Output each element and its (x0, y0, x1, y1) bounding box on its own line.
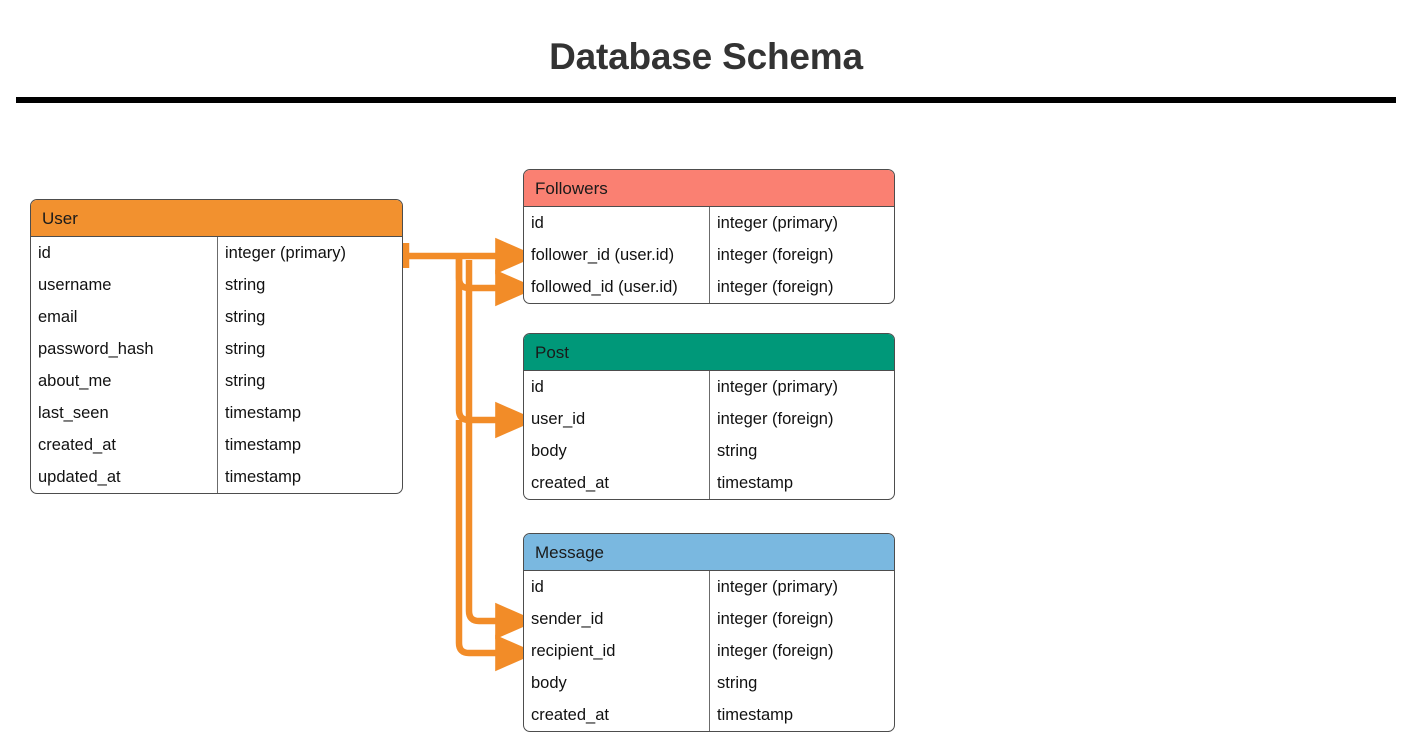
column-type: timestamp (225, 468, 302, 486)
column-type: integer (primary) (717, 578, 839, 596)
connector-user-to-post-userid (455, 256, 537, 439)
column-name: id (524, 571, 710, 603)
column-name: recipient_id (524, 635, 710, 667)
column-type: integer (foreign) (717, 278, 834, 296)
column-type: integer (foreign) (717, 642, 834, 660)
column-type: integer (foreign) (717, 410, 834, 428)
entity-followers-header: Followers (524, 170, 894, 207)
table-row: followed_id (user.id) integer (foreign) (524, 271, 894, 303)
table-row: username string (31, 269, 402, 301)
entity-user[interactable]: User id integer (primary) username strin… (30, 199, 403, 494)
column-name: sender_id (524, 603, 710, 635)
table-row: created_at timestamp (31, 429, 402, 461)
column-type: string (717, 674, 758, 692)
table-row: follower_id (user.id) integer (foreign) (524, 239, 894, 271)
table-row: about_me string (31, 365, 402, 397)
column-type: integer (foreign) (717, 610, 834, 628)
column-type: timestamp (225, 404, 302, 422)
column-type: integer (primary) (717, 378, 839, 396)
column-type: string (225, 372, 266, 390)
title-divider (16, 97, 1396, 103)
column-name: id (524, 207, 710, 239)
column-type: integer (primary) (717, 214, 839, 232)
column-name: created_at (31, 429, 218, 461)
connector-user-to-message-recipient (455, 420, 537, 672)
connector-user-to-message-sender (465, 260, 537, 640)
column-name: id (31, 237, 218, 269)
page-title: Database Schema (549, 36, 863, 77)
column-type: timestamp (225, 436, 302, 454)
table-row: sender_id integer (foreign) (524, 603, 894, 635)
entity-followers-rows: id integer (primary) follower_id (user.i… (524, 207, 894, 303)
column-name: password_hash (31, 333, 218, 365)
column-name: created_at (524, 467, 710, 499)
table-row: id integer (primary) (524, 571, 894, 603)
entity-post-header: Post (524, 334, 894, 371)
column-name: id (524, 371, 710, 403)
entity-user-header: User (31, 200, 402, 237)
table-row: created_at timestamp (524, 699, 894, 731)
column-name: updated_at (31, 461, 218, 493)
column-type: integer (foreign) (717, 246, 834, 264)
table-row: recipient_id integer (foreign) (524, 635, 894, 667)
entity-post-rows: id integer (primary) user_id integer (fo… (524, 371, 894, 499)
column-name: username (31, 269, 218, 301)
column-name: body (524, 435, 710, 467)
table-row: user_id integer (foreign) (524, 403, 894, 435)
column-type: integer (primary) (225, 244, 347, 262)
column-name: email (31, 301, 218, 333)
column-name: followed_id (user.id) (524, 271, 710, 303)
column-type: string (225, 276, 266, 294)
table-row: updated_at timestamp (31, 461, 402, 493)
table-row: body string (524, 667, 894, 699)
column-name: body (524, 667, 710, 699)
column-type: string (225, 308, 266, 326)
column-type: string (717, 442, 758, 460)
column-type: timestamp (717, 706, 794, 724)
column-name: last_seen (31, 397, 218, 429)
entity-post[interactable]: Post id integer (primary) user_id intege… (523, 333, 895, 500)
table-row: id integer (primary) (524, 207, 894, 239)
entity-message-header: Message (524, 534, 894, 571)
column-type: timestamp (717, 474, 794, 492)
table-row: last_seen timestamp (31, 397, 402, 429)
table-row: id integer (primary) (31, 237, 402, 269)
table-row: password_hash string (31, 333, 402, 365)
table-row: created_at timestamp (524, 467, 894, 499)
entity-message[interactable]: Message id integer (primary) sender_id i… (523, 533, 895, 732)
column-type: string (225, 340, 266, 358)
column-name: about_me (31, 365, 218, 397)
column-name: user_id (524, 403, 710, 435)
table-row: email string (31, 301, 402, 333)
table-row: id integer (primary) (524, 371, 894, 403)
entity-followers[interactable]: Followers id integer (primary) follower_… (523, 169, 895, 304)
column-name: follower_id (user.id) (524, 239, 710, 271)
column-name: created_at (524, 699, 710, 731)
connector-user-to-followers-followed (455, 256, 537, 307)
table-row: body string (524, 435, 894, 467)
entity-user-rows: id integer (primary) username string ema… (31, 237, 402, 493)
entity-message-rows: id integer (primary) sender_id integer (… (524, 571, 894, 731)
